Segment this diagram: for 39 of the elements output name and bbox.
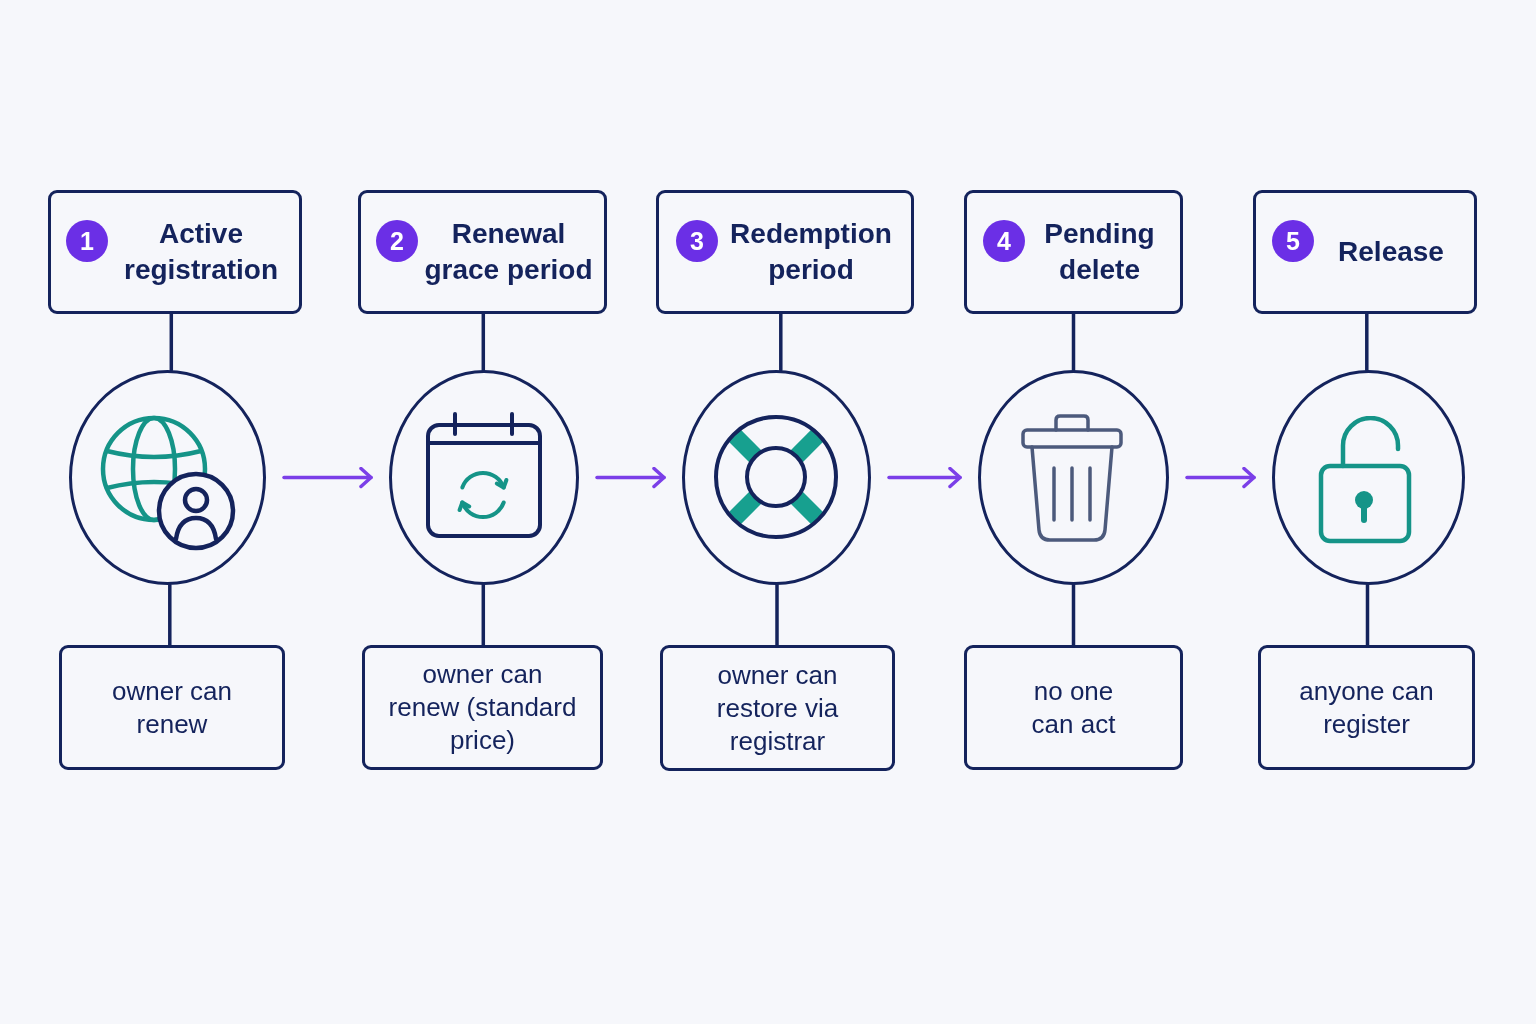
stage-title: Redemption period	[729, 217, 893, 287]
step-number-badge: 4	[983, 220, 1025, 262]
connector-line	[1365, 583, 1370, 647]
connector-line	[481, 583, 486, 647]
connector-line	[1365, 312, 1369, 372]
stage-title: Active registration	[123, 217, 279, 287]
arrow	[887, 466, 962, 489]
stage-header-box	[48, 190, 302, 314]
arrow	[595, 466, 666, 489]
note-text: anyone can register	[1298, 674, 1435, 741]
note-box	[660, 645, 895, 771]
note-text: owner can restore via registrar	[715, 658, 840, 758]
connector-line	[1071, 312, 1076, 372]
step-number-badge: 3	[676, 220, 718, 262]
connector-line	[168, 583, 172, 647]
note-box	[1258, 645, 1475, 770]
step-number-badge: 1	[66, 220, 108, 262]
note-text: owner can renew (standard price)	[387, 658, 578, 757]
step-number-badge: 2	[376, 220, 418, 262]
note-box	[964, 645, 1183, 770]
stage-title: Renewal grace period	[423, 217, 594, 287]
arrow	[1185, 466, 1256, 489]
connector-line	[169, 312, 174, 372]
note-text: owner can renew	[111, 674, 233, 741]
arrow	[282, 466, 373, 489]
connector-line	[779, 312, 783, 372]
stage-header-box	[964, 190, 1183, 314]
stage-header-box	[656, 190, 914, 314]
connector-line	[1071, 583, 1076, 647]
step-number-badge: 5	[1272, 220, 1314, 262]
stage-header-box	[358, 190, 607, 314]
note-box	[362, 645, 603, 770]
note-box	[59, 645, 285, 770]
note-text: no one can act	[1030, 674, 1117, 741]
connector-line	[775, 583, 779, 647]
connector-line	[481, 312, 486, 372]
stage-title: Pending delete	[1043, 217, 1156, 287]
stage-title: Release	[1338, 235, 1444, 269]
stage-header-box	[1253, 190, 1477, 314]
